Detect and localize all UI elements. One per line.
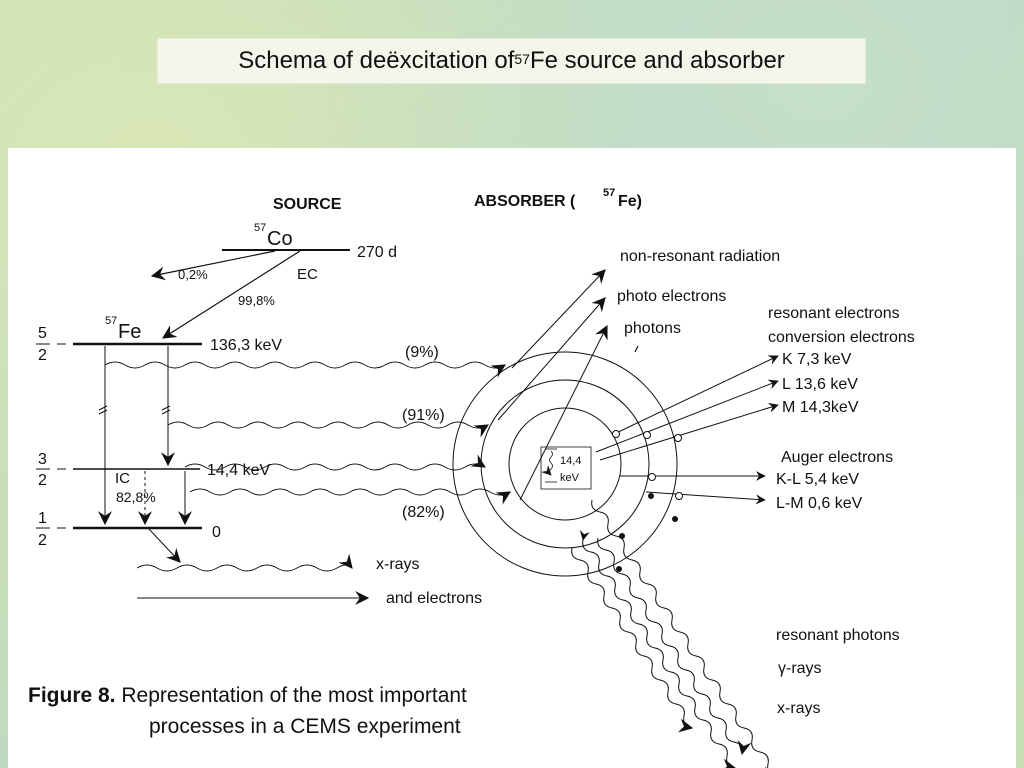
auger-label: Auger electrons — [781, 449, 893, 466]
level-14-label: 14,4 keV — [207, 462, 270, 479]
wave-136 — [104, 361, 507, 378]
lm-label: L-M 0,6 keV — [776, 495, 863, 512]
fe-sup: 57 — [105, 315, 117, 327]
spin-5-2: 5 2 — [36, 325, 66, 364]
halflife-label: 270 d — [357, 244, 397, 261]
break-mark-1 — [98, 405, 108, 415]
conversion-electrons-label: conversion electrons — [768, 329, 915, 346]
svg-text:2: 2 — [38, 347, 47, 364]
ec-label: EC — [297, 266, 318, 283]
auger-dot-1 — [648, 493, 654, 499]
non-resonant-label: non-resonant radiation — [620, 248, 780, 265]
auger-dot-4 — [616, 566, 622, 572]
resonant-photon-wave — [579, 530, 737, 768]
co-sup: 57 — [254, 222, 266, 234]
l-electron-arrow — [595, 379, 779, 453]
gamma-wave — [591, 499, 778, 768]
nucleus-wave — [540, 450, 553, 476]
ic-pct-label: 82,8% — [116, 489, 156, 505]
svg-text:5: 5 — [38, 325, 47, 342]
pct-91: (91%) — [402, 407, 445, 424]
figure-caption: Figure 8. Representation of the most imp… — [28, 680, 467, 742]
nucleus-energy: 14,4 — [560, 455, 581, 467]
spin-1-2: 1 2 — [36, 510, 66, 549]
branch-small-label: 0,2% — [178, 267, 208, 282]
kl-vacancy — [648, 473, 656, 481]
shell-l — [480, 379, 650, 549]
l-label: L 13,6 keV — [782, 376, 858, 393]
photo-electrons-label: photo electrons — [617, 288, 726, 305]
resonant-photons-label: resonant photons — [776, 627, 900, 644]
xray-wave-out-2 — [597, 537, 752, 756]
shell-m — [452, 351, 678, 577]
nucleus-unit: keV — [560, 472, 580, 484]
pct-9: (9%) — [405, 344, 439, 361]
absorber-heading-prefix: ABSORBER ( — [474, 193, 576, 210]
source-electrons-label: and electrons — [386, 590, 482, 607]
gamma-label: γ-rays — [778, 660, 822, 677]
level-136-label: 136,3 keV — [210, 337, 282, 354]
lm-auger-arrow — [645, 491, 766, 505]
lm-vacancy — [675, 492, 683, 500]
k-vacancy — [612, 430, 620, 438]
photon-arrow — [519, 324, 608, 501]
xrays-label: x-rays — [777, 700, 821, 717]
source-emission-arrow — [147, 527, 181, 563]
ec-arrow — [162, 250, 301, 339]
m-label: M 14,3keV — [782, 399, 859, 416]
wave-122 — [167, 421, 490, 438]
xray-wave-out — [571, 547, 694, 733]
caption-line2: processes in a CEMS experiment — [149, 715, 461, 738]
fe-label: Fe — [118, 321, 141, 343]
l-vacancy — [643, 431, 651, 439]
title-sup: 57 — [514, 51, 530, 67]
shell-k — [508, 407, 622, 521]
absorber-heading-sup: 57 — [603, 187, 615, 199]
level-0-label: 0 — [212, 524, 221, 541]
caption-line1: Representation of the most important — [115, 684, 467, 707]
branch-main-label: 99,8% — [238, 293, 275, 308]
svg-text:2: 2 — [38, 532, 47, 549]
non-resonant-arrow — [511, 269, 606, 369]
co-label: Co — [267, 228, 293, 250]
svg-text:1: 1 — [38, 510, 47, 527]
source-xray-wave — [136, 553, 353, 572]
k-label: K 7,3 keV — [782, 351, 852, 368]
break-mark-2 — [161, 405, 171, 415]
photo-electron-arrow — [497, 297, 606, 421]
wave-14-a — [184, 454, 487, 471]
figure-panel — [8, 148, 1016, 768]
branch-small-arrow — [150, 250, 276, 281]
wave-14-b — [189, 488, 512, 505]
source-xrays-label: x-rays — [376, 556, 420, 573]
auger-dot-2 — [672, 516, 678, 522]
source-heading: SOURCE — [273, 196, 342, 213]
svg-text:2: 2 — [38, 472, 47, 489]
resonant-electrons-label: resonant electrons — [768, 305, 900, 322]
m-vacancy — [674, 434, 682, 442]
photon-tick — [634, 345, 639, 353]
spin-3-2: 3 2 — [36, 451, 66, 489]
caption-label: Figure 8. — [28, 684, 116, 707]
m-electron-arrow — [599, 402, 779, 461]
absorber-heading-suffix: Fe) — [618, 193, 642, 210]
title-prefix: Schema of deëxcitation of — [238, 47, 515, 74]
pct-82: (82%) — [402, 504, 445, 521]
ic-label: IC — [115, 470, 130, 487]
title-suffix: Fe source and absorber — [529, 47, 785, 74]
k-electron-arrow — [611, 355, 779, 436]
kl-label: K-L 5,4 keV — [776, 471, 859, 488]
svg-text:3: 3 — [38, 451, 47, 468]
photons-label: photons — [624, 320, 681, 337]
